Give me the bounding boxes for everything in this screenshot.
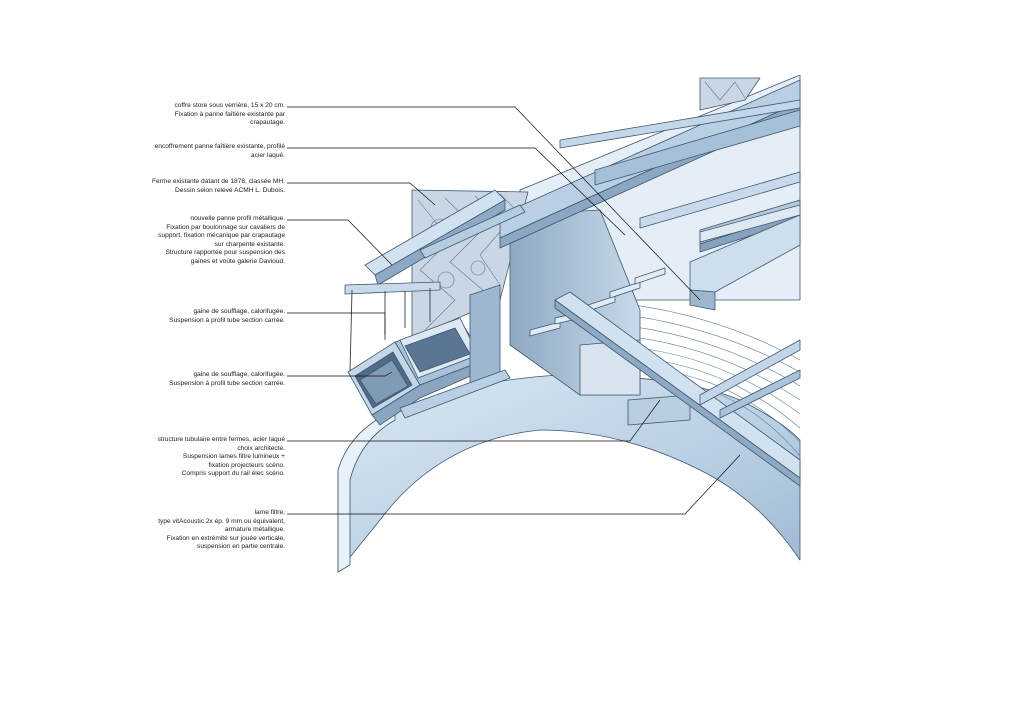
label-line: Fixation à panne faîtière existante par [174, 110, 285, 118]
label-line: fixation projecteurs scéno. [208, 461, 285, 469]
leader-ferme-existante [287, 182, 436, 206]
leader-lines [287, 106, 741, 515]
label-line: sur charpente existante. [214, 240, 285, 248]
label-line: armature métallique. [224, 526, 285, 534]
blind-box [689, 204, 801, 311]
label-line: encoffrement panne faîtière existante, p… [154, 143, 285, 150]
leader-gaine-2 [287, 371, 393, 377]
label-line: Ferme existante datant de 1878, classée … [151, 178, 285, 185]
label-line: Suspension à profil tube section carrée. [169, 379, 285, 387]
label-line: structure tubulaire entre fermes, acier … [157, 436, 285, 443]
ridge-purlins [499, 79, 801, 253]
label-coffre-store: coffre store sous verrière, 15 x 20 cm. … [115, 102, 285, 128]
label-line: Suspension lames filtre lumineux + [182, 453, 285, 461]
leader-coffre-store [287, 106, 701, 301]
lower-trim [399, 369, 511, 419]
leader-encoffrement [287, 147, 626, 236]
label-line: coffre store sous verrière, 15 x 20 cm. [174, 102, 285, 109]
label-lame-filtre: lame filtre, type vitAcoustic 2x ép. 9 m… [115, 509, 285, 552]
label-line: lame filtre, [254, 509, 285, 516]
label-line: Compris support du rail élec scéno. [181, 470, 285, 478]
label-line: gaine de soufflage, calorifugée. [193, 308, 285, 315]
label-line: nouvelle panne profil métallique. [190, 215, 285, 222]
label-line: crapautage. [250, 119, 285, 127]
new-purlin [344, 189, 526, 373]
leader-gaine-1 [287, 312, 386, 335]
leader-nouvelle-panne [287, 219, 393, 266]
label-line: choix architecte. [237, 444, 285, 452]
label-gaine-1: gaine de soufflage, calorifugée. Suspens… [115, 308, 285, 325]
leader-lame-filtre [287, 454, 741, 515]
label-line: Fixation en extrémité sur jouée vertical… [166, 534, 285, 542]
ventilation-ducts [347, 284, 501, 426]
label-line: Structure rapportée pour suspension des [165, 249, 286, 257]
label-line: Dessin selon relevé ACMH L. Dubois. [175, 186, 285, 194]
label-line: gaine de soufflage, calorifugée. [193, 371, 285, 378]
label-line: support, fixation mécanique par crapauta… [158, 232, 285, 240]
label-structure-tubulaire: structure tubulaire entre fermes, acier … [115, 436, 285, 479]
label-gaine-2: gaine de soufflage, calorifugée. Suspens… [115, 371, 285, 388]
label-line: gaines et voûte galerie Davioud. [190, 257, 285, 265]
label-line: acier laqué. [250, 151, 285, 159]
label-line: Fixation par boulonnage sur cavaliers de [166, 223, 285, 231]
label-encoffrement: encoffrement panne faîtière existante, p… [115, 143, 285, 160]
label-line: type vitAcoustic 2x ép. 9 mm ou équivale… [158, 517, 285, 525]
tubular-structure [554, 291, 801, 487]
leader-structure-tubulaire [287, 399, 661, 442]
label-ferme-existante: Ferme existante datant de 1878, classée … [115, 178, 285, 195]
label-line: Suspension à profil tube section carrée. [169, 316, 285, 324]
label-line: suspension en partie centrale. [197, 543, 285, 551]
label-nouvelle-panne: nouvelle panne profil métallique. Fixati… [115, 215, 285, 267]
